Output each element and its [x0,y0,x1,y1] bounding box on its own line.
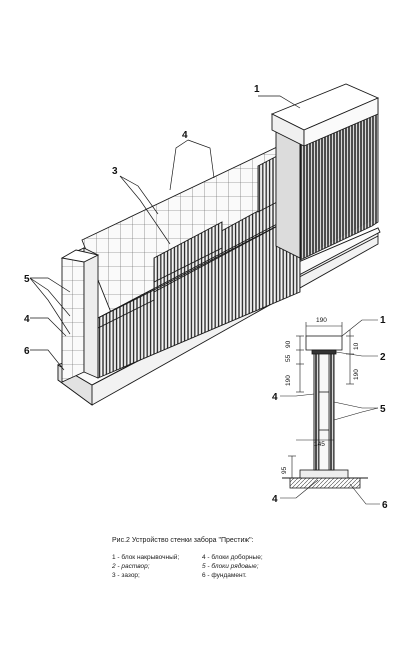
callout-5: 5 [24,274,30,285]
cap-block [270,83,380,147]
wall-leaders [29,95,301,371]
right-pillar [275,101,379,261]
legend-item-6: 6 - фундамент. [202,572,247,579]
section-callout-1: 1 [380,315,386,326]
caption-title: Рис.2 Устройство стенки забора "Престиж"… [112,537,254,544]
legend-item-4: 4 - блоки доборные; [202,554,263,561]
callout-4-top: 4 [182,130,188,141]
dimension-labels: 190 90 55 10 190 190 145 95 [281,317,360,474]
dim-block-left: 190 [285,375,292,386]
section-callout-2: 2 [380,352,386,363]
callout-1: 1 [254,84,260,95]
legend-item-2: 2 - раствор; [112,563,150,570]
legend-row: 3 - зазор; 6 - фундамент. [112,571,362,580]
legend-row: 2 - раствор; 5 - блоки рядовые; [112,562,362,571]
dim-cap: 90 [285,340,292,348]
section-callout-5: 5 [380,404,386,415]
section-cap [305,335,343,355]
dim-core: 145 [314,441,325,448]
section-callout-4-top: 4 [272,392,278,403]
dim-width-top: 190 [316,317,327,324]
legend-item-3: 3 - зазор; [112,572,140,579]
legend-item-1: 1 - блок накрывочный; [112,554,180,561]
section-callout-6: 6 [382,500,388,511]
left-pillar [60,247,100,383]
legend-row: 1 - блок накрывочный; 4 - блоки доборные… [112,553,362,562]
fence-wall [57,83,381,406]
legend-item-5: 5 - блоки рядовые; [202,563,259,570]
dim-base: 95 [281,466,288,474]
callout-4-left: 4 [24,314,30,325]
section-callouts: 1 2 4 5 4 6 [272,315,388,511]
callout-3: 3 [112,166,118,177]
callout-6: 6 [24,346,30,357]
dimension-lines [288,322,354,479]
dim-block-right: 190 [353,369,360,380]
section-drawing [280,319,380,505]
wall-callouts: 1 4 3 5 4 6 [24,84,260,357]
figure-caption: Рис.2 Устройство стенки забора "Престиж"… [112,536,362,580]
dim-gap: 10 [353,342,360,350]
section-callout-4-bottom: 4 [272,494,278,505]
section-wall-body [313,349,335,471]
section-foundation [282,469,368,489]
section-leaders [280,319,380,505]
fence-drawing: 1 4 3 5 4 6 [24,83,388,511]
dim-joint: 55 [285,354,292,362]
